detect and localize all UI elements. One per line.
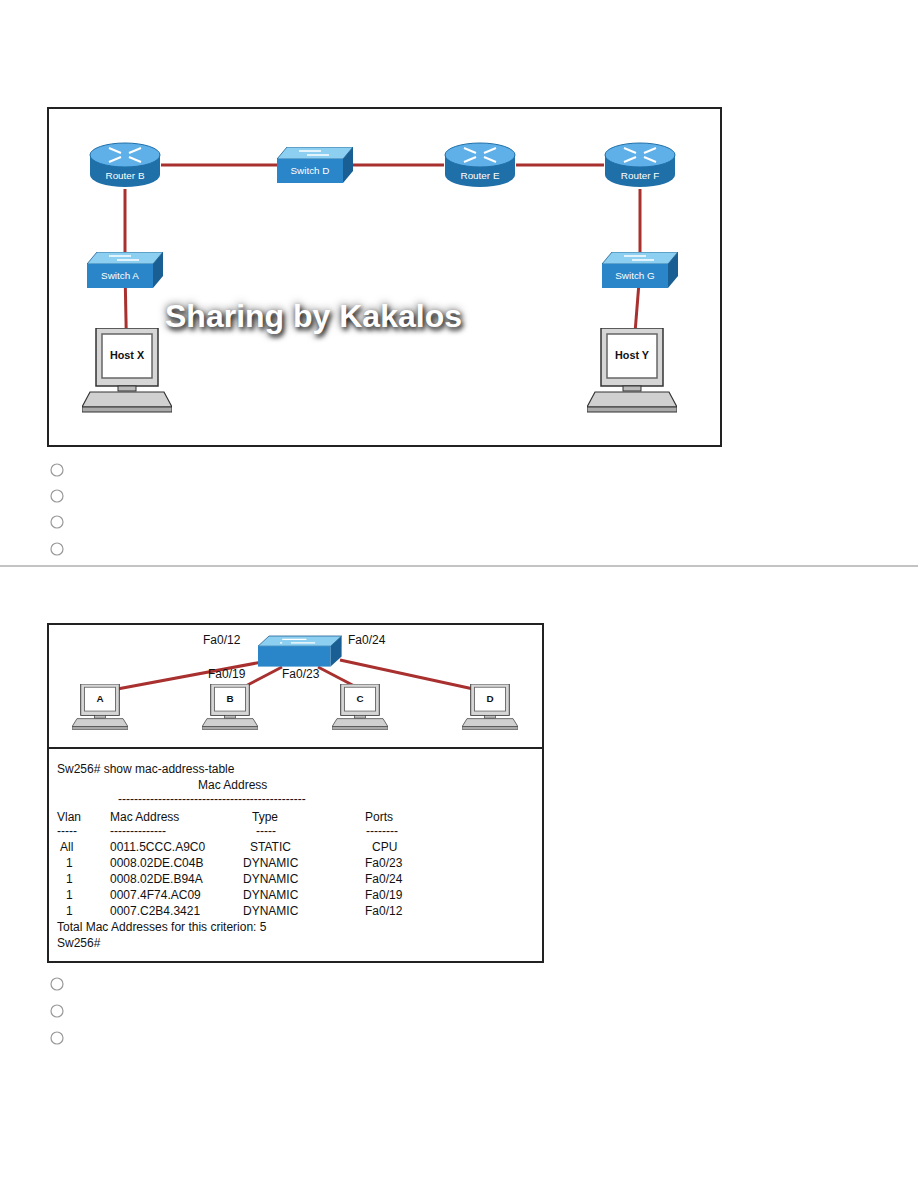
switch-icon: Switch D (277, 147, 353, 183)
device-shape (82, 328, 172, 413)
host-computer: B (202, 684, 258, 730)
port-label: Fa0/12 (203, 633, 240, 647)
device-label: Host X (102, 334, 152, 378)
table-cell: All (60, 840, 73, 854)
table-cell: 1 (66, 888, 73, 902)
panel-divider (48, 747, 543, 749)
table-cell: Fa0/12 (365, 904, 402, 918)
table-cell: 1 (66, 872, 73, 886)
table-header: Vlan (57, 810, 81, 824)
radio-button (51, 490, 63, 502)
diagram-frame (48, 108, 721, 446)
device-label: Switch G (602, 264, 668, 288)
router-icon: Router B (89, 141, 161, 189)
table-cell: Fa0/19 (365, 888, 402, 902)
device-shape (89, 141, 161, 189)
device-label: Host Y (607, 334, 657, 378)
table-cell: 0008.02DE.B94A (110, 872, 203, 886)
device-label: A (84, 687, 115, 711)
device-label: D (474, 687, 505, 711)
table-cell: STATIC (250, 840, 291, 854)
radio-button (51, 978, 63, 990)
table-cell: CPU (372, 840, 397, 854)
table-rule: -------- (366, 824, 398, 838)
device-label: Router F (604, 167, 676, 185)
network-link (161, 164, 277, 167)
table-cell: 0007.4F74.AC09 (110, 888, 201, 902)
device-label: Router E (444, 167, 516, 185)
device-shape (332, 684, 388, 730)
table-cell: Fa0/24 (365, 872, 402, 886)
switch-icon (258, 636, 342, 667)
device-shape (604, 141, 676, 189)
cli-summary: Total Mac Addresses for this criterion: … (57, 920, 266, 934)
port-label: Fa0/19 (208, 667, 245, 681)
port-label: Fa0/24 (348, 633, 385, 647)
table-rule: ----- (256, 824, 276, 838)
network-link (124, 288, 128, 328)
table-rule: ----------------------------------------… (118, 792, 306, 806)
device-label: B (214, 687, 245, 711)
network-link (635, 288, 638, 328)
table-cell: DYNAMIC (243, 904, 298, 918)
cli-command: Sw256# show mac-address-table (57, 762, 234, 776)
port-label: Fa0/23 (282, 667, 319, 681)
table-cell: 0008.02DE.C04B (110, 856, 203, 870)
table-rule: -------------- (110, 824, 166, 838)
router-icon: Router F (604, 141, 676, 189)
table-cell: DYNAMIC (243, 888, 298, 902)
switch-icon: Switch G (602, 252, 678, 288)
host-computer: Host X (82, 328, 172, 413)
device-label: Switch A (87, 264, 153, 288)
network-link (639, 189, 642, 252)
table-cell: 1 (66, 904, 73, 918)
device-shape (444, 141, 516, 189)
host-computer: D (462, 684, 518, 730)
host-computer: A (72, 684, 128, 730)
switch-icon: Switch A (87, 252, 163, 288)
table-cell: DYNAMIC (243, 872, 298, 886)
watermark: Sharing by Kakalos (165, 298, 462, 334)
radio-button (51, 1032, 63, 1044)
table-header: Type (252, 810, 278, 824)
table-cell: Fa0/23 (365, 856, 402, 870)
table-cell: 0007.C2B4.3421 (110, 904, 200, 918)
table-cell: DYNAMIC (243, 856, 298, 870)
device-label: C (344, 687, 375, 711)
host-computer: C (332, 684, 388, 730)
radio-button (51, 464, 63, 476)
radio-button (51, 516, 63, 528)
table-header: Mac Address (110, 810, 179, 824)
device-label: Switch D (277, 159, 343, 183)
device-label: Router B (89, 167, 161, 185)
cli-prompt: Sw256# (57, 936, 100, 950)
radio-buttons (51, 464, 63, 1044)
table-heading: Mac Address (198, 778, 267, 792)
network-link (516, 164, 604, 167)
network-link (353, 164, 444, 167)
separator-line (0, 566, 918, 567)
radio-button (51, 543, 63, 555)
table-cell: 0011.5CCC.A9C0 (110, 840, 205, 854)
table-rule: ----- (57, 824, 77, 838)
router-icon: Router E (444, 141, 516, 189)
device-shape (72, 684, 128, 730)
table-header: Ports (365, 810, 393, 824)
network-link (124, 189, 127, 252)
table-cell: 1 (66, 856, 73, 870)
radio-button (51, 1005, 63, 1017)
device-shape (587, 328, 677, 413)
diagram-frame (48, 624, 543, 962)
device-shape (462, 684, 518, 730)
device-shape (202, 684, 258, 730)
host-computer: Host Y (587, 328, 677, 413)
